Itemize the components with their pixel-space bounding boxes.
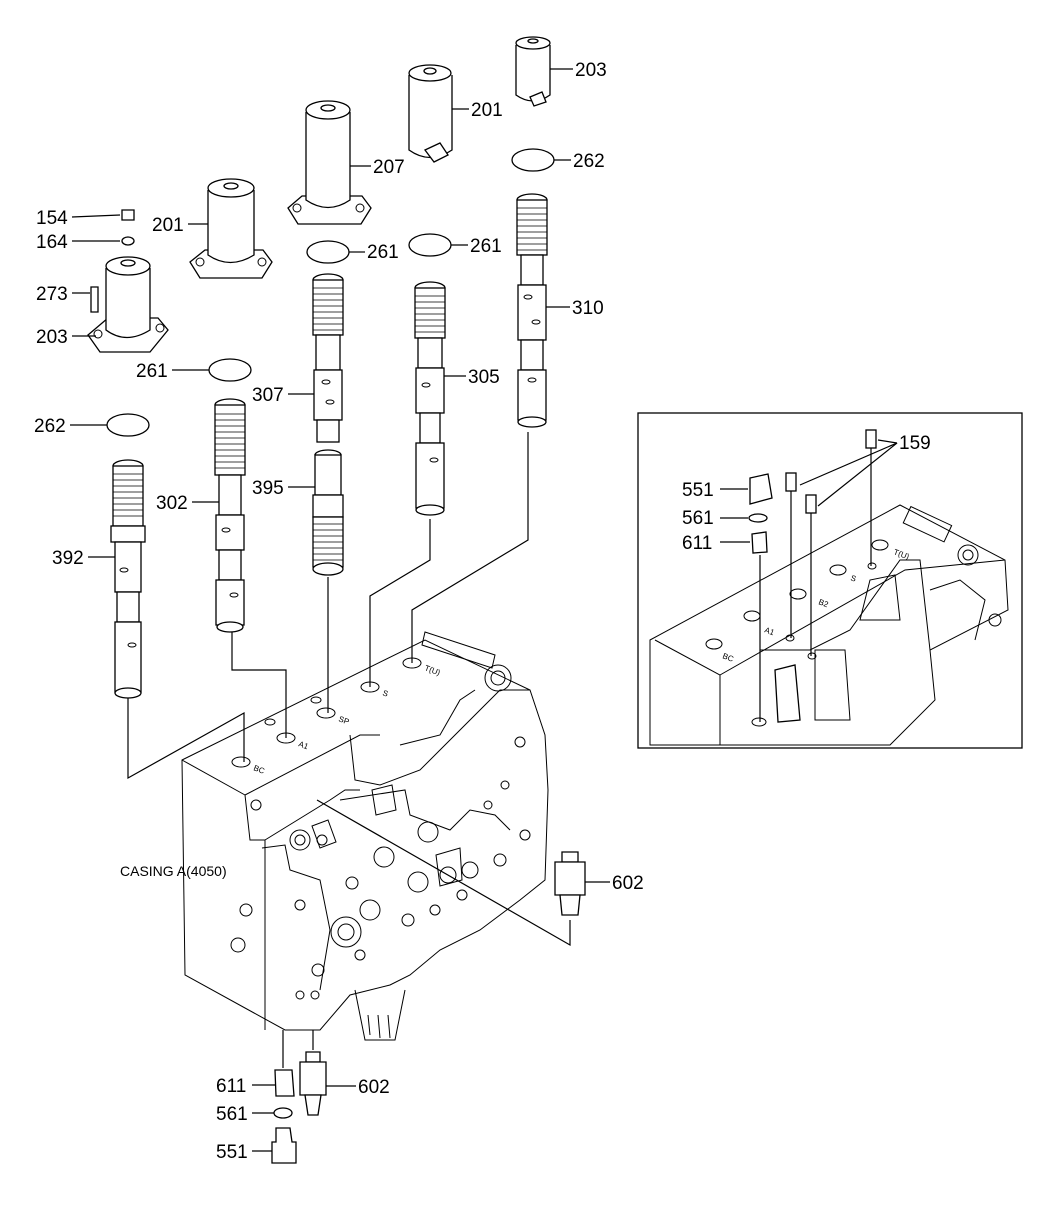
label-551-bottom: 551 — [216, 1142, 248, 1163]
label-201-top: 201 — [471, 100, 503, 121]
label-203-top: 203 — [575, 60, 607, 81]
inset-screw-159a — [865, 429, 877, 449]
inset-port-a1: A1 — [763, 625, 776, 637]
spool-310 — [516, 193, 548, 428]
inset-port-bc: BC — [721, 651, 735, 663]
label-203-left: 203 — [36, 327, 68, 348]
oring-261-mid — [306, 240, 350, 264]
label-305: 305 — [468, 367, 500, 388]
oring-262-top — [511, 148, 555, 172]
inset-screw-159b — [785, 472, 797, 492]
label-261-right: 261 — [470, 236, 502, 257]
port-mark-tu: T(U) — [423, 663, 441, 677]
label-261-left: 261 — [136, 361, 168, 382]
part-labels: 154 164 273 203 201 207 201 203 262 261 … — [34, 60, 644, 1163]
label-262-left: 262 — [34, 416, 66, 437]
bolt-273 — [90, 286, 99, 313]
inset-oring-561 — [748, 513, 768, 523]
solenoid-201-left — [189, 178, 273, 279]
oring-261-right — [408, 233, 452, 257]
label-164: 164 — [36, 232, 68, 253]
screw-154 — [121, 209, 135, 221]
port-mark-sp: SP — [337, 714, 350, 726]
port-mark-s: S — [381, 688, 389, 698]
label-273: 273 — [36, 284, 68, 305]
label-262-top: 262 — [573, 151, 605, 172]
label-392: 392 — [52, 548, 84, 569]
oring-164 — [121, 236, 135, 246]
solenoid-207 — [287, 100, 372, 225]
label-154: 154 — [36, 208, 68, 229]
label-602-bottom: 602 — [358, 1077, 390, 1098]
label-602-right: 602 — [612, 873, 644, 894]
inset-screw-159c — [805, 494, 817, 514]
spool-395 — [312, 449, 344, 576]
spool-305 — [414, 281, 446, 516]
relief-valve-602-right — [554, 851, 586, 916]
assembly-lines — [127, 432, 571, 1068]
spool-302 — [214, 398, 246, 633]
solenoid-203-top — [515, 36, 551, 107]
inset-port-b2: B2 — [817, 597, 830, 609]
label-inset-551: 551 — [682, 480, 714, 501]
label-310: 310 — [572, 298, 604, 319]
label-395: 395 — [252, 478, 284, 499]
label-inset-611: 611 — [682, 533, 712, 554]
label-inset-561: 561 — [682, 508, 714, 529]
oring-262-left — [106, 413, 150, 437]
spool-392 — [110, 459, 146, 699]
label-307: 307 — [252, 385, 284, 406]
solenoid-201-top — [408, 64, 453, 163]
detail-inset: BC A1 B2 S T(U) 159 551 561 611 — [637, 412, 1023, 749]
spool-307 — [312, 273, 344, 443]
label-201-left: 201 — [152, 215, 184, 236]
label-inset-159: 159 — [899, 433, 931, 454]
port-mark-a1: A1 — [297, 739, 310, 751]
inset-plug-551 — [749, 473, 773, 505]
solenoid-203-left — [87, 256, 169, 353]
plug-551-bottom — [271, 1127, 297, 1164]
label-611-bottom: 611 — [216, 1076, 246, 1097]
label-302: 302 — [156, 493, 188, 514]
spacer-611-bottom — [274, 1069, 295, 1097]
casing-label: CASING A(4050) — [120, 863, 227, 879]
label-561-bottom: 561 — [216, 1104, 248, 1125]
casing-a-body: BC A1 SP S T(U) — [181, 631, 549, 1041]
label-207: 207 — [373, 157, 405, 178]
label-261-mid: 261 — [367, 242, 399, 263]
relief-valve-602-bottom — [299, 1051, 327, 1116]
oring-561-bottom — [273, 1107, 293, 1119]
port-mark-bc: BC — [252, 763, 266, 775]
inset-spacer-611 — [751, 531, 768, 554]
oring-261-left — [208, 358, 252, 382]
inset-port-s: S — [849, 573, 857, 583]
